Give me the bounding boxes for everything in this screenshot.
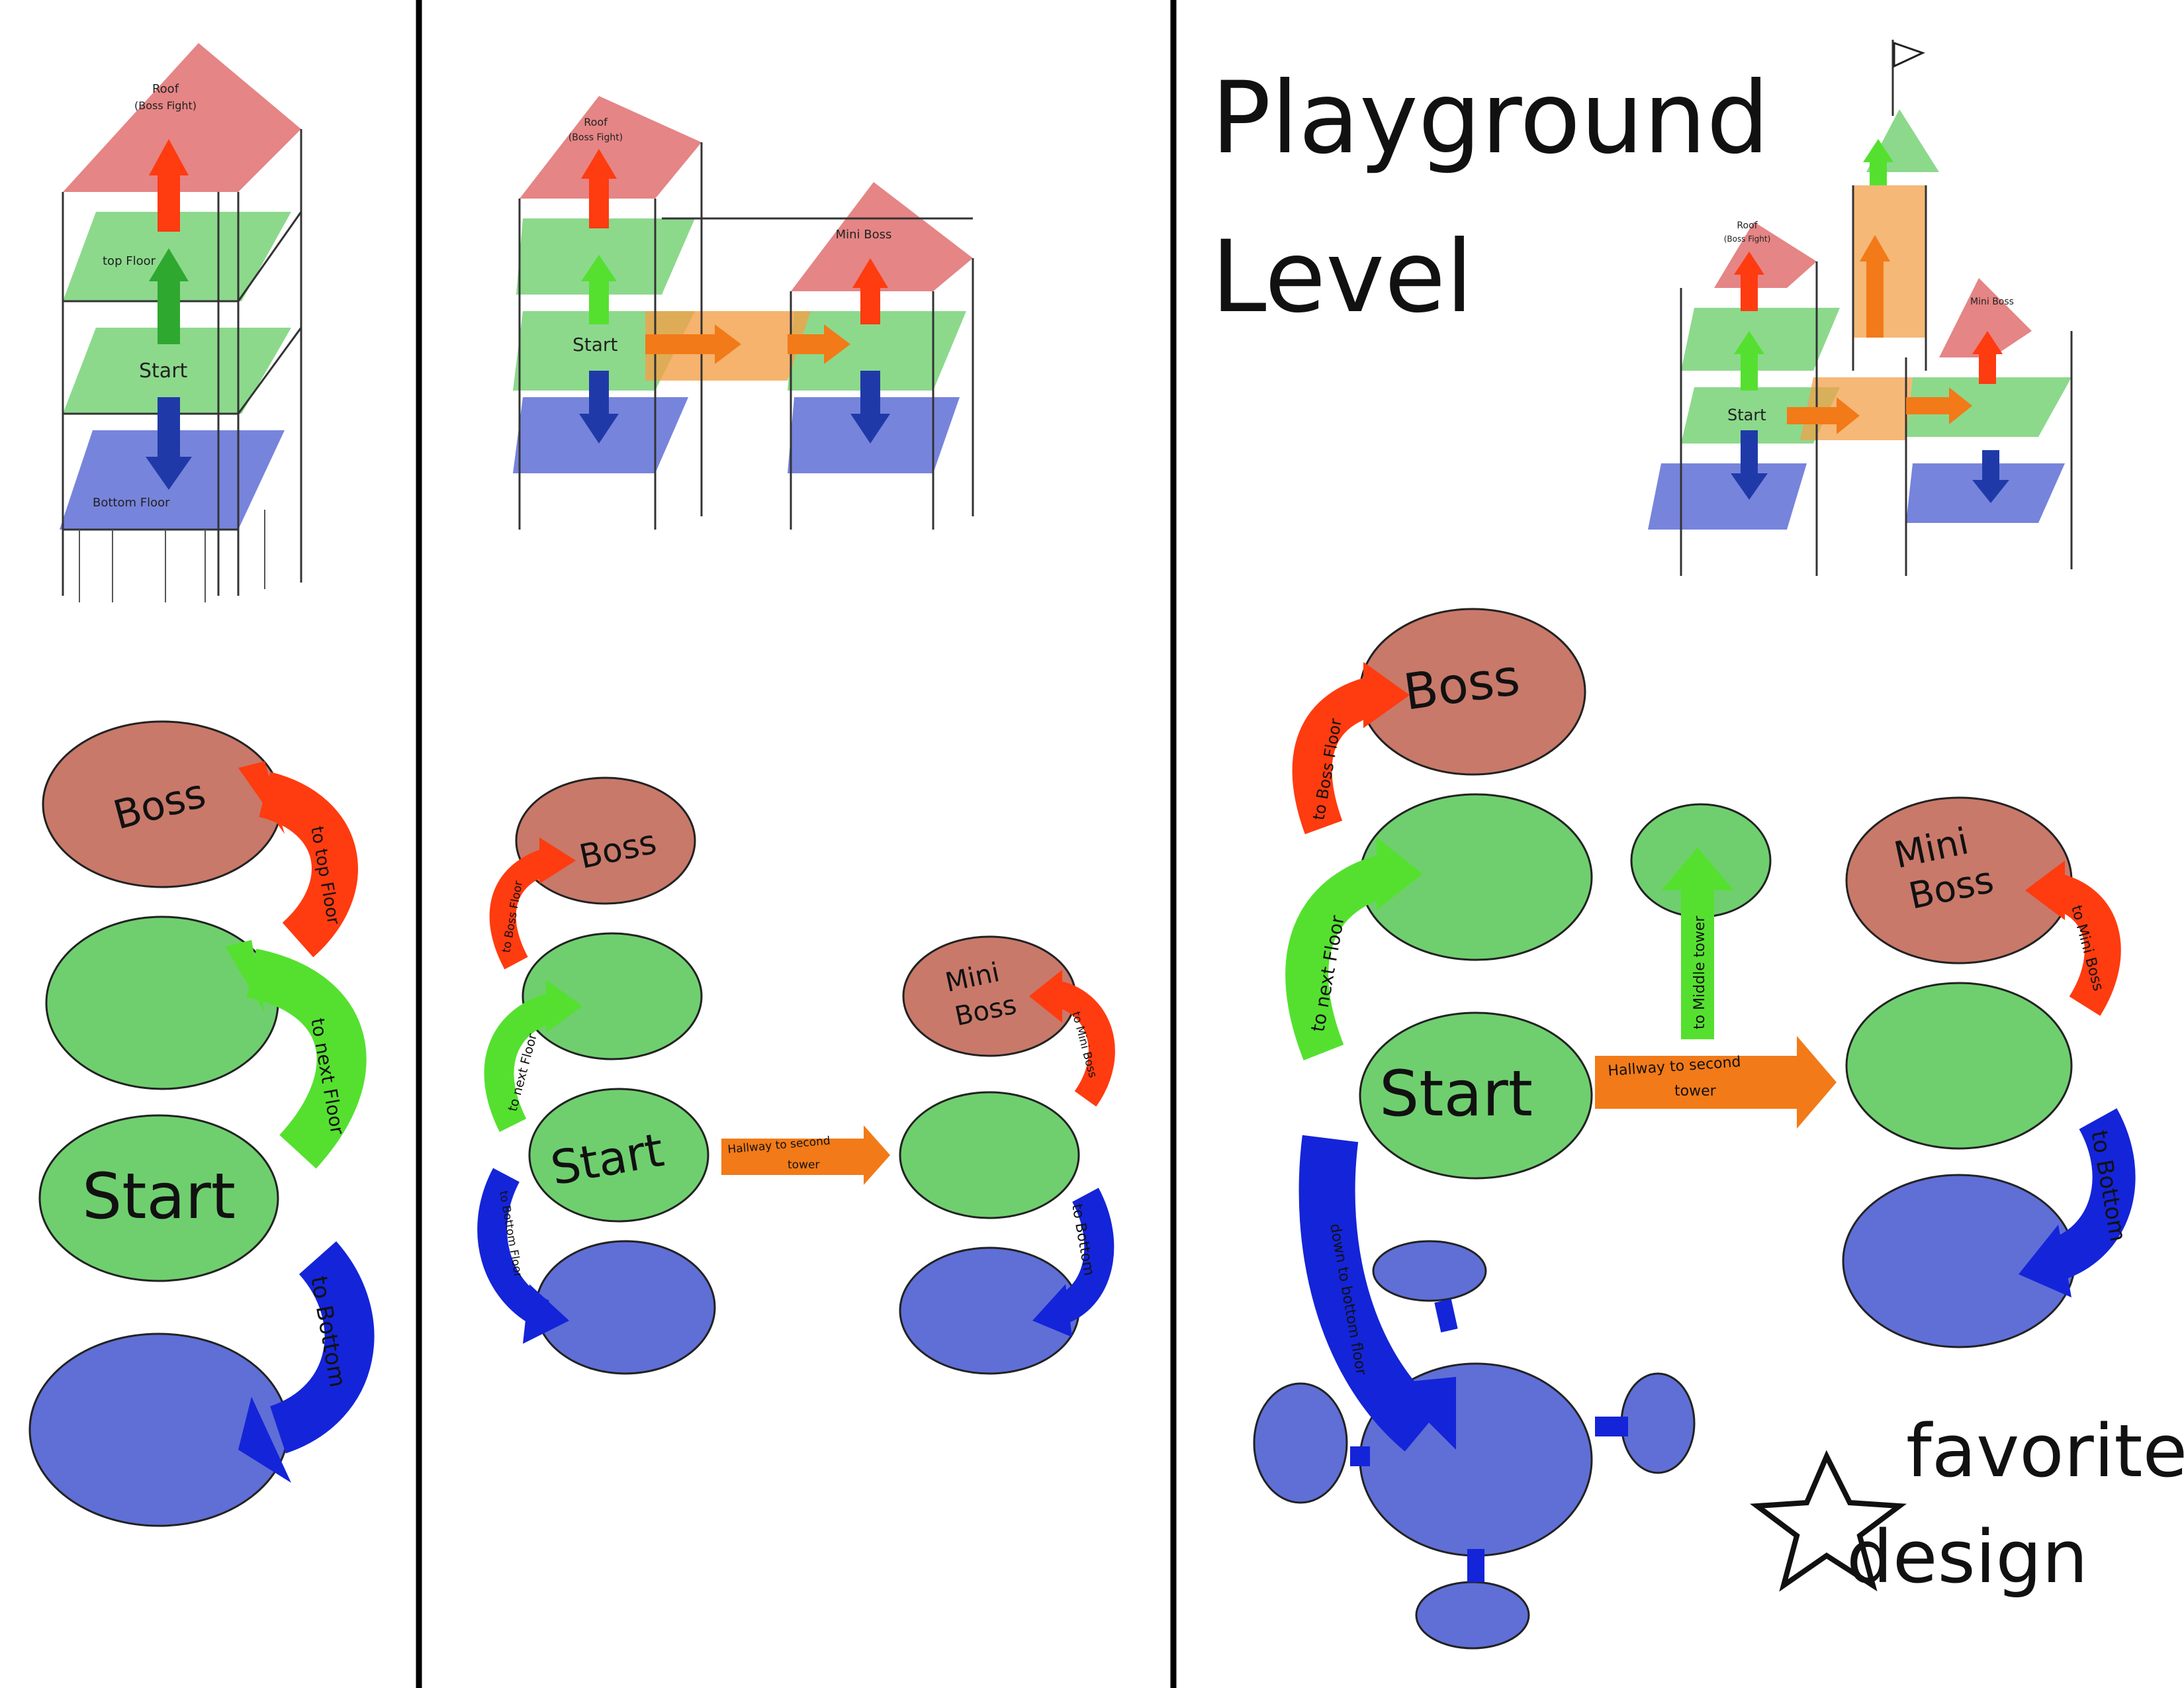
panel3-room-bottom xyxy=(1415,1581,1530,1650)
panel3-room-top xyxy=(1372,1240,1487,1302)
title-line1: Playground xyxy=(1211,61,1770,176)
panel2-to-bottom-arrow xyxy=(477,1168,550,1328)
panel3-to-middle-arrow xyxy=(1681,887,1714,1039)
panel2-hallway-arrow xyxy=(721,1139,867,1175)
svg-text:tower: tower xyxy=(788,1158,819,1172)
panel1-to-next-arrow xyxy=(246,949,367,1169)
panel1-start-label: Start xyxy=(82,1160,236,1233)
panel1-flow: Boss Start to top Floor to next Floor to… xyxy=(28,720,375,1527)
svg-text:Roof: Roof xyxy=(584,116,608,128)
panel1-top-floor xyxy=(63,212,291,301)
svg-text:Start: Start xyxy=(572,334,617,355)
panel2-to-bottom2-arrow xyxy=(1053,1188,1115,1325)
svg-text:(Boss Fight): (Boss Fight) xyxy=(1724,234,1771,244)
panel2-towers-sketch: Roof (Boss Fight) Mini Boss Start xyxy=(513,96,974,530)
star-icon xyxy=(1749,1450,1907,1592)
panel1-to-bottom-arrow xyxy=(269,1241,375,1454)
panel2-bottom-node xyxy=(535,1240,716,1375)
panel2-tower2-floor-node xyxy=(899,1091,1080,1219)
panel1-start-node xyxy=(38,1114,279,1282)
svg-text:Mini Boss: Mini Boss xyxy=(1970,297,2014,307)
panel3-tower2-floor-node xyxy=(1845,982,2073,1150)
panel3-start-label: Start xyxy=(1379,1058,1533,1131)
svg-text:(Boss Fight): (Boss Fight) xyxy=(569,132,623,143)
panel3-to-mini-arrow xyxy=(2047,872,2121,1016)
favorite-line1: favorite xyxy=(1906,1409,2184,1493)
panel1-bottom-arrow xyxy=(158,397,180,460)
svg-text:Roof: Roof xyxy=(1737,220,1758,231)
panel3-castle-flag xyxy=(1893,41,1925,68)
panel1-iso-bottom-label: Bottom Floor xyxy=(93,496,170,510)
panel2-floor2-node xyxy=(522,932,703,1060)
svg-text:to Middle tower: to Middle tower xyxy=(1692,915,1708,1029)
panel1-tower-sketch: Roof (Boss Fight) top Floor Start Bottom… xyxy=(60,43,302,602)
panel1-iso-start-label: Start xyxy=(139,359,188,383)
panel3-room-right xyxy=(1620,1372,1696,1474)
svg-text:Mini Boss: Mini Boss xyxy=(836,228,892,242)
panel3-to-boss-arrow xyxy=(1292,675,1382,835)
panel3-down-arrow xyxy=(1298,1135,1441,1452)
panel3-room-left xyxy=(1253,1382,1348,1504)
panel1-iso-roof-sub: (Boss Fight) xyxy=(134,99,197,112)
title-line2: Level xyxy=(1211,220,1473,335)
panel3-hallway-arrow xyxy=(1595,1056,1800,1109)
panel3-start-node xyxy=(1359,1011,1593,1180)
panel2-to-next-arrow xyxy=(484,992,561,1133)
panel3-to-next-arrow xyxy=(1285,853,1396,1060)
panel2-to-mini-arrow xyxy=(1050,980,1115,1107)
panel1-to-top-arrow xyxy=(258,772,358,958)
panel2-start-node xyxy=(528,1088,709,1223)
panel1-iso-roof-label: Roof xyxy=(152,82,179,96)
panel3-castle-sketch: Roof (Boss Fight) Mini Boss Start xyxy=(1648,40,2073,576)
panel2-to-boss-arrow xyxy=(489,847,554,970)
svg-text:Start: Start xyxy=(1727,406,1766,424)
svg-text:tower: tower xyxy=(1674,1083,1717,1100)
panel1-iso-top-label: top Floor xyxy=(103,254,156,268)
favorite-line2: design xyxy=(1846,1515,2088,1599)
panel1-roof-arrow xyxy=(158,172,180,232)
favorite-note: favorite design xyxy=(1749,1409,2184,1599)
panel3-to-bottom-arrow xyxy=(2044,1108,2136,1282)
panel3-flow: Boss Start Mini Boss to Boss Floor to ne… xyxy=(1253,608,2136,1650)
panel1-next-arrow xyxy=(158,278,180,344)
panel2-flow: Boss Start Mini Boss to Boss Floor to ne… xyxy=(477,776,1115,1375)
panel2-boss-node xyxy=(515,776,696,905)
panel1-roof xyxy=(63,43,301,192)
panel1-start-floor xyxy=(63,328,291,414)
